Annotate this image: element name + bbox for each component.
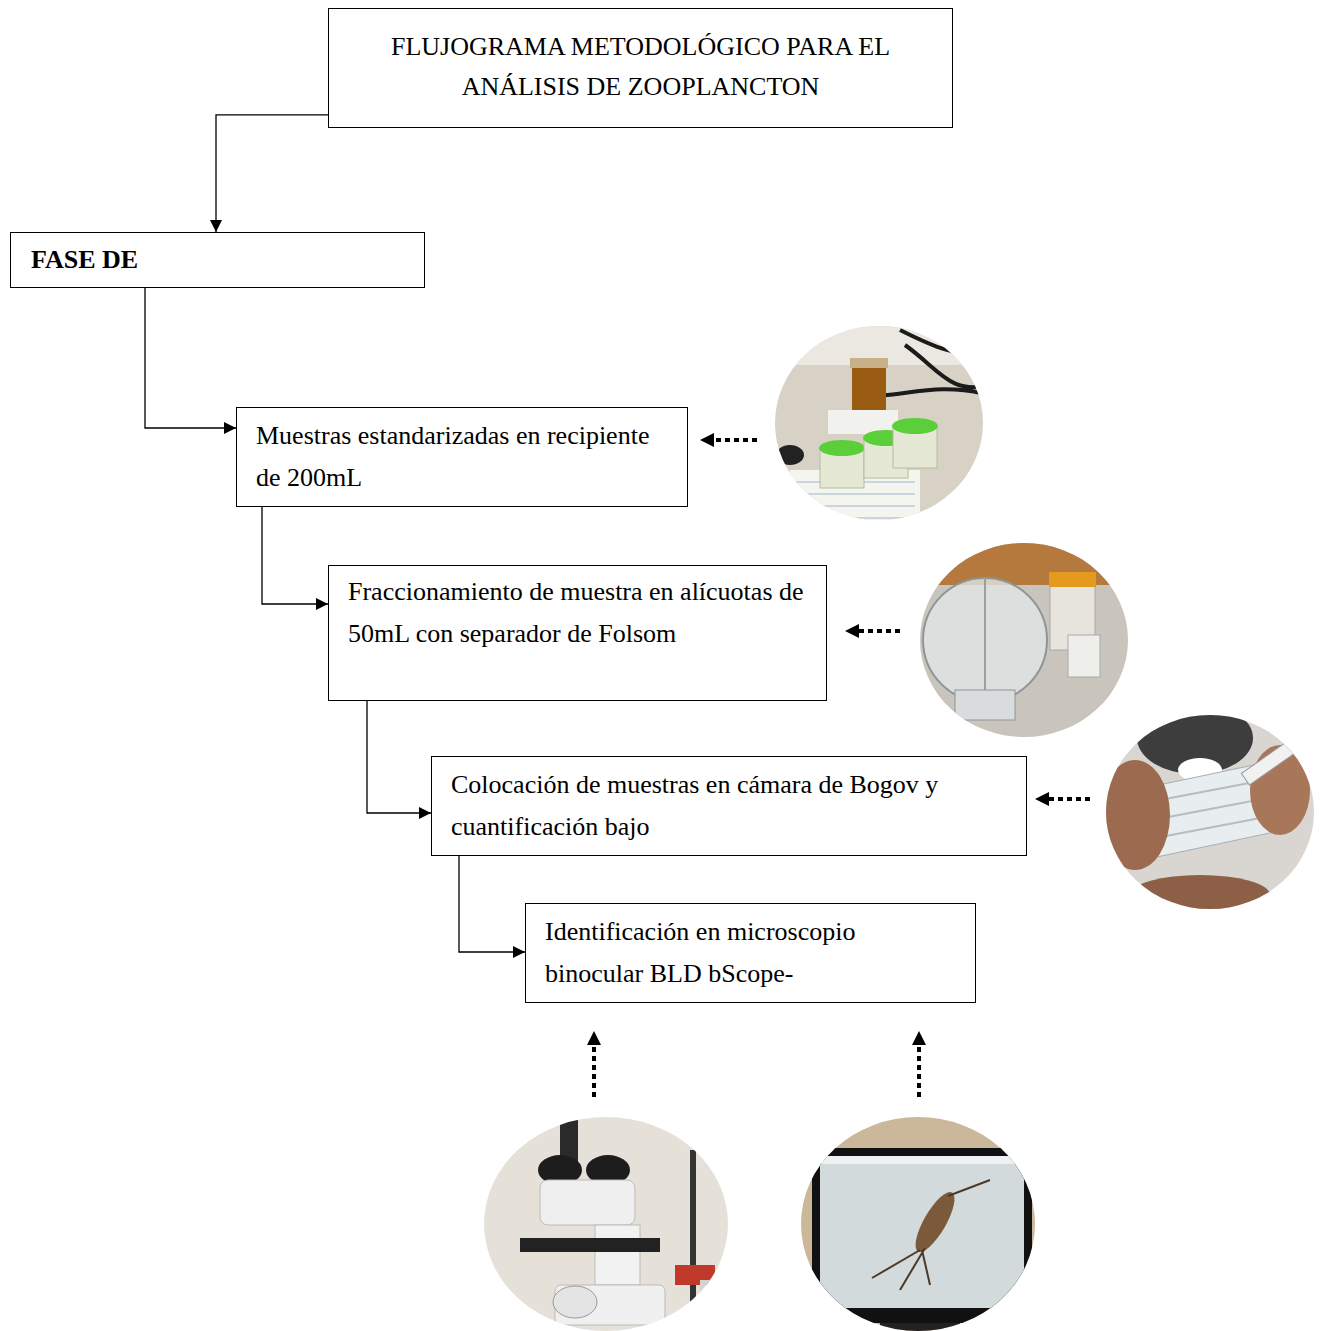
process-box: Muestras estandarizadas en recipiente de… (236, 407, 688, 507)
node-text: Colocación de muestras en cámara de Bogo… (451, 764, 1007, 848)
node-text: Fraccionamiento de muestra en alícuotas … (348, 571, 807, 655)
process-box: FASE DE (10, 232, 425, 288)
flow-arrow (262, 507, 328, 604)
process-box: Fraccionamiento de muestra en alícuotas … (328, 565, 827, 701)
sample-containers-photo (770, 320, 990, 535)
node-text: Identificación en microscopio binocular … (545, 911, 956, 995)
flow-arrow (216, 115, 328, 232)
process-box: Identificación en microscopio binocular … (525, 903, 976, 1003)
title-box: FLUJOGRAMA METODOLÓGICO PARA EL ANÁLISIS… (328, 8, 953, 128)
flow-arrow (145, 288, 236, 428)
node-text: FLUJOGRAMA METODOLÓGICO PARA EL ANÁLISIS… (349, 27, 932, 107)
process-box: Colocación de muestras en cámara de Bogo… (431, 756, 1027, 856)
node-text: FASE DE (31, 239, 404, 281)
flow-arrow (367, 701, 431, 813)
folsom-splitter-photo (915, 540, 1135, 740)
flow-arrow (459, 856, 525, 952)
counting-chamber-photo (1100, 702, 1320, 915)
node-text: Muestras estandarizadas en recipiente de… (256, 415, 668, 499)
microscope-photo (480, 1115, 740, 1331)
monitor-photo (795, 1115, 1045, 1331)
